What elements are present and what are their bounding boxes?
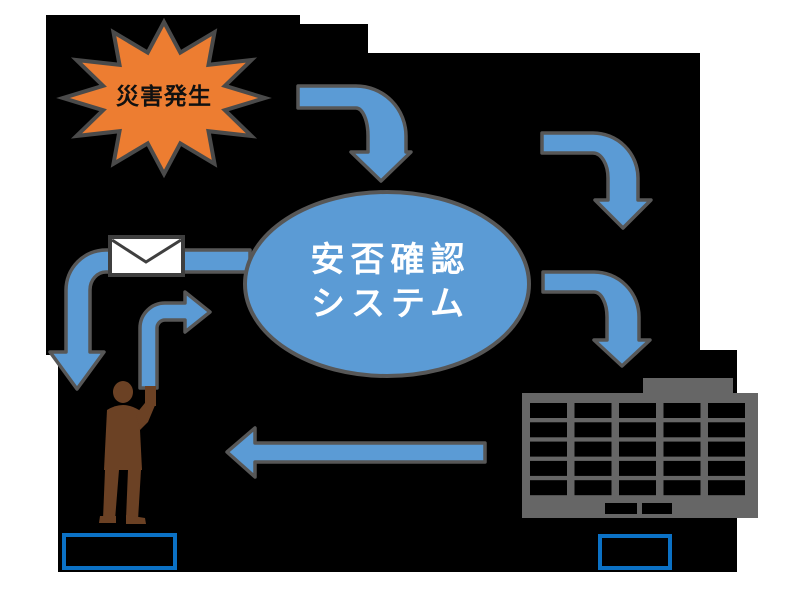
arrow-top-right-down-icon: [540, 131, 653, 230]
building-windows: [530, 403, 745, 496]
arrow-system-to-employee-icon: [48, 248, 252, 391]
employee-label-box: [62, 533, 177, 570]
envelope-icon: [108, 235, 185, 277]
business-person-icon: [99, 381, 156, 524]
company-label-box: [598, 534, 672, 570]
starburst-icon: [56, 17, 272, 179]
arrow-system-to-company-icon: [541, 270, 652, 368]
disaster-label: 災害発生: [116, 83, 212, 109]
arrow-disaster-to-system-icon: [296, 84, 413, 183]
arrow-employee-reply-icon: [138, 290, 212, 390]
arrow-company-to-employee-icon: [225, 426, 487, 479]
office-building-icon: [522, 378, 758, 518]
system-label-line1: 安否確認: [310, 241, 471, 279]
system-ellipse: [243, 190, 531, 378]
system-label-line2: システム: [311, 285, 470, 323]
